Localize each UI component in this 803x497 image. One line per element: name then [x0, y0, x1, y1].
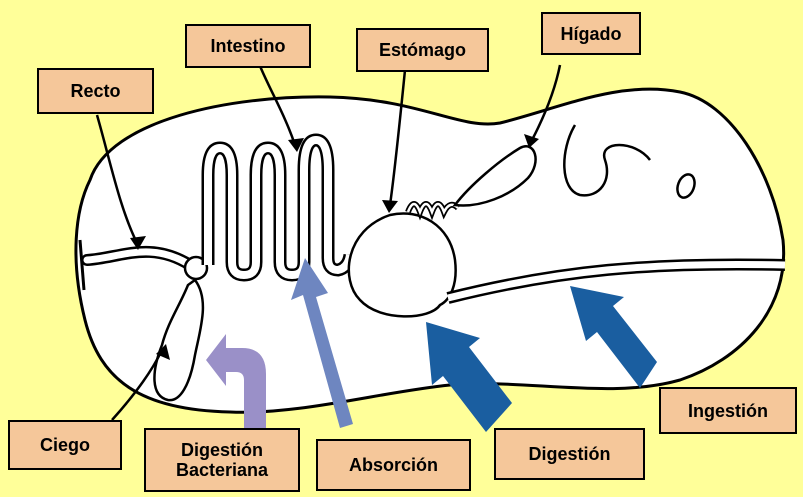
- label-intestino: Intestino: [185, 24, 311, 68]
- label-absorcion: Absorción: [316, 439, 471, 491]
- stomach: [349, 213, 456, 316]
- label-estomago: Estómago: [356, 28, 489, 72]
- label-digestion: Digestión: [494, 428, 645, 480]
- label-ciego: Ciego: [8, 420, 122, 470]
- label-digestion-bacteriana: Digestión Bacteriana: [144, 428, 300, 492]
- label-ingestion: Ingestión: [659, 387, 797, 434]
- label-recto: Recto: [37, 68, 154, 114]
- label-higado: Hígado: [541, 12, 641, 55]
- intestine-coils-inner: [208, 140, 350, 275]
